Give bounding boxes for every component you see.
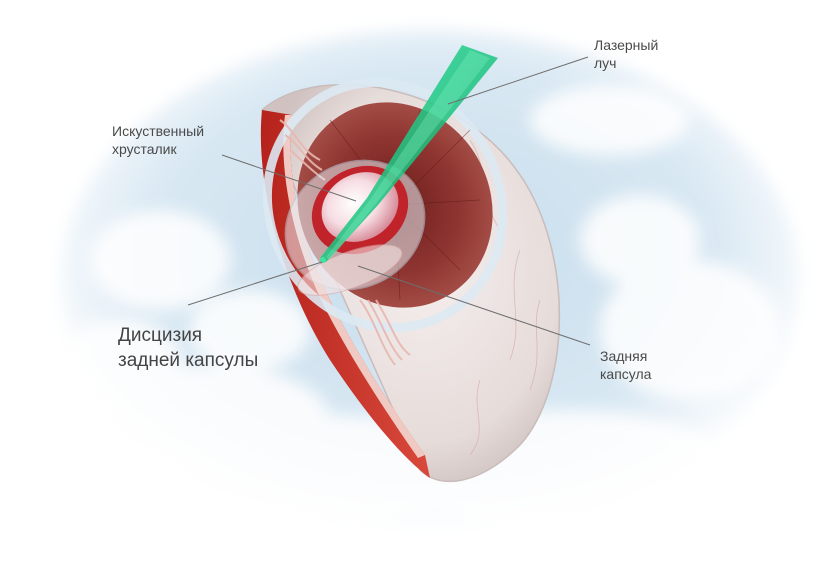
posterior-leader-line	[357, 265, 591, 346]
lens-leader-line	[221, 154, 357, 202]
laser-beam-label: Лазерный луч	[594, 37, 659, 71]
artificial-lens-label: Искуственный хрусталик	[112, 123, 205, 157]
posterior-capsule	[297, 244, 403, 296]
posterior-capsule-label: Задняя капсула	[600, 348, 652, 382]
discission-leader-line	[187, 261, 323, 306]
ciliary-body	[279, 119, 411, 366]
laser-focus	[320, 257, 326, 263]
cornea	[262, 77, 508, 333]
laser-leader-line	[447, 56, 589, 105]
leader-lines	[187, 56, 591, 346]
laser-beam	[320, 45, 498, 262]
discission-label: Дисцизия задней капсулы	[118, 325, 259, 371]
